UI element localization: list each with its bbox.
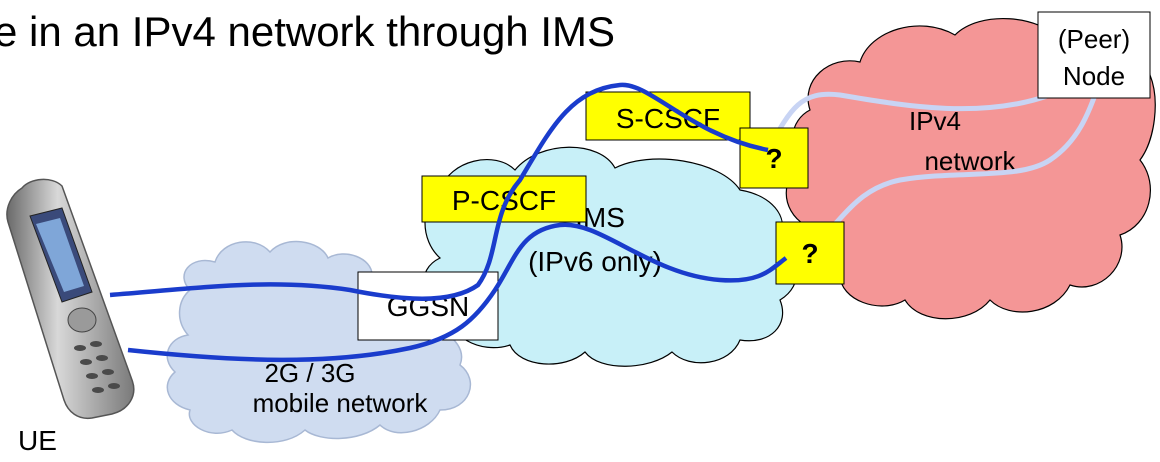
ims-label-line2: (IPv6 only) [528, 246, 662, 277]
peer-node-line1: (Peer) [1058, 24, 1130, 54]
gateway-upper-box [739, 127, 809, 189]
peer-node-box [1037, 11, 1151, 99]
mobile-network-label-line1: 2G / 3G [264, 358, 355, 388]
gateway-upper-label: ? [765, 143, 782, 174]
pcscf-box [421, 175, 587, 223]
mobile-network-label-line2: mobile network [253, 388, 429, 418]
signal-path-lower [127, 222, 788, 363]
scscf-box [585, 91, 751, 141]
slide-title: e in an IPv4 network through IMS [0, 8, 615, 55]
phone-icon [6, 178, 135, 420]
ggsn-box [357, 271, 499, 341]
gateway-lower-box [775, 221, 845, 285]
gateway-lower-label: ? [801, 238, 818, 269]
signal-path-upper [109, 82, 769, 301]
ue-label: UE [18, 425, 57, 456]
peer-node-line2: Node [1063, 61, 1125, 91]
ipv4-path-lower [798, 74, 1105, 258]
